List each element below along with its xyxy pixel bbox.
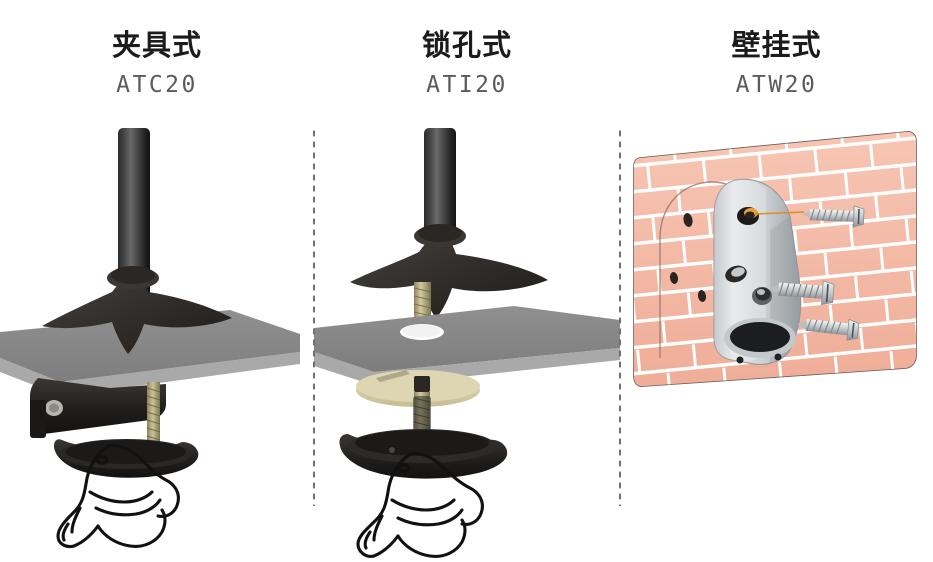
illustration-wall-mount xyxy=(620,120,933,550)
wall-bracket-icon xyxy=(713,178,802,365)
clamp-upper-arm xyxy=(30,378,166,434)
hand-icon xyxy=(46,442,206,552)
code-wall: ATW20 xyxy=(735,72,818,98)
desk-top-surface xyxy=(0,310,300,382)
code-grommet: ATI20 xyxy=(426,72,508,98)
column-wall-mount: 壁挂式 ATW20 xyxy=(620,0,933,554)
x-base-body xyxy=(350,228,548,318)
set-screw-hole xyxy=(736,356,744,364)
illustration-grommet-mount xyxy=(314,120,620,558)
title-grommet: 锁孔式 xyxy=(421,28,512,62)
column-divider-1 xyxy=(312,128,316,506)
x-base-body xyxy=(42,270,232,354)
title-clamp: 夹具式 xyxy=(111,28,202,62)
pole-socket-hole xyxy=(730,322,790,352)
screw-top-icon xyxy=(753,205,865,228)
column-divider-2 xyxy=(618,128,622,506)
illustration-desk-clamp-mount xyxy=(0,120,314,550)
heading-clamp: 夹具式 ATC20 xyxy=(0,26,314,102)
column-grommet-mount: 锁孔式 ATI20 xyxy=(314,0,620,558)
wall-anchor-hole xyxy=(683,213,693,227)
heading-grommet: 锁孔式 ATI20 xyxy=(314,26,620,102)
hand-icon xyxy=(344,450,514,562)
set-screw-hole xyxy=(774,353,782,361)
washer-marking xyxy=(376,370,410,382)
desk-top-surface xyxy=(314,306,620,372)
wall-mount-scene xyxy=(633,131,917,387)
wall-anchor-hole xyxy=(669,272,679,284)
heading-wall: 壁挂式 ATW20 xyxy=(620,26,933,102)
title-wall: 壁挂式 xyxy=(731,28,822,62)
screw-bottom-icon xyxy=(797,318,860,341)
wall-anchor-hole xyxy=(697,290,707,302)
column-clamp-mount: 夹具式 ATC20 xyxy=(0,0,314,554)
code-clamp: ATC20 xyxy=(116,72,198,98)
screw-middle-icon xyxy=(769,280,835,306)
